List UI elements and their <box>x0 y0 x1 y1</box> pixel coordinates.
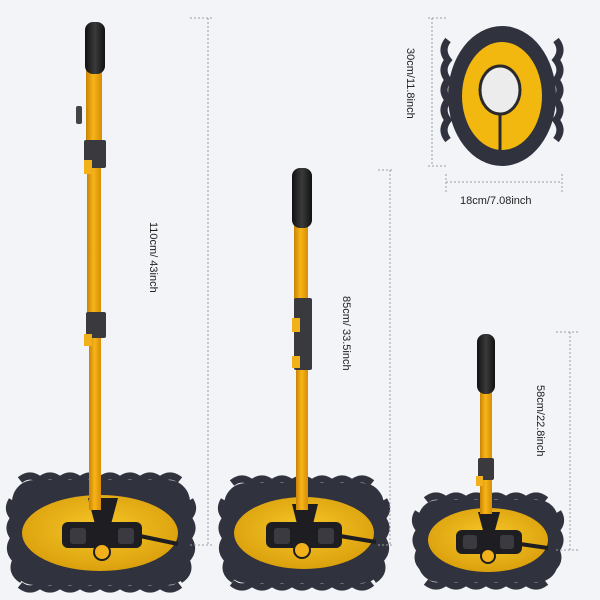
mop-long-grip <box>85 22 105 74</box>
dim-label-head-width: 18cm/7.08inch <box>460 195 532 207</box>
dim-line-medium <box>378 169 394 546</box>
mop-long-pole-upper <box>86 70 102 160</box>
mop-long-pole-middle <box>87 160 101 320</box>
mop-short-grip <box>477 334 495 394</box>
dim-label-long: 110cm/ 43inch <box>147 222 159 293</box>
dim-label-medium: 85cm/ 33.5inch <box>340 296 352 371</box>
dim-line-head-length <box>428 17 446 167</box>
mop-long-pole-lower <box>89 320 101 510</box>
mop-head-center <box>478 64 522 116</box>
mop-short-clip <box>478 458 494 480</box>
dim-line-long <box>190 17 212 546</box>
mop-short-pole <box>480 390 492 514</box>
dim-line-head-width <box>445 174 563 192</box>
mop-medium-clip <box>294 298 312 370</box>
mop-medium-grip <box>292 168 312 228</box>
mop-head-detail <box>440 26 564 166</box>
mop-long-clip-2 <box>86 312 106 338</box>
mop-medium-pole-upper <box>294 224 308 304</box>
mop-long <box>5 22 197 593</box>
dim-line-short <box>556 331 578 551</box>
mop-medium <box>217 168 391 591</box>
mop-medium-knob <box>293 541 311 559</box>
mop-long-knob <box>93 543 111 561</box>
dim-label-head-length: 30cm/11.8inch <box>404 48 416 119</box>
mop-short <box>411 334 565 590</box>
dim-label-short: 58cm/22.8inch <box>534 385 546 457</box>
mop-short-knob <box>480 548 496 564</box>
